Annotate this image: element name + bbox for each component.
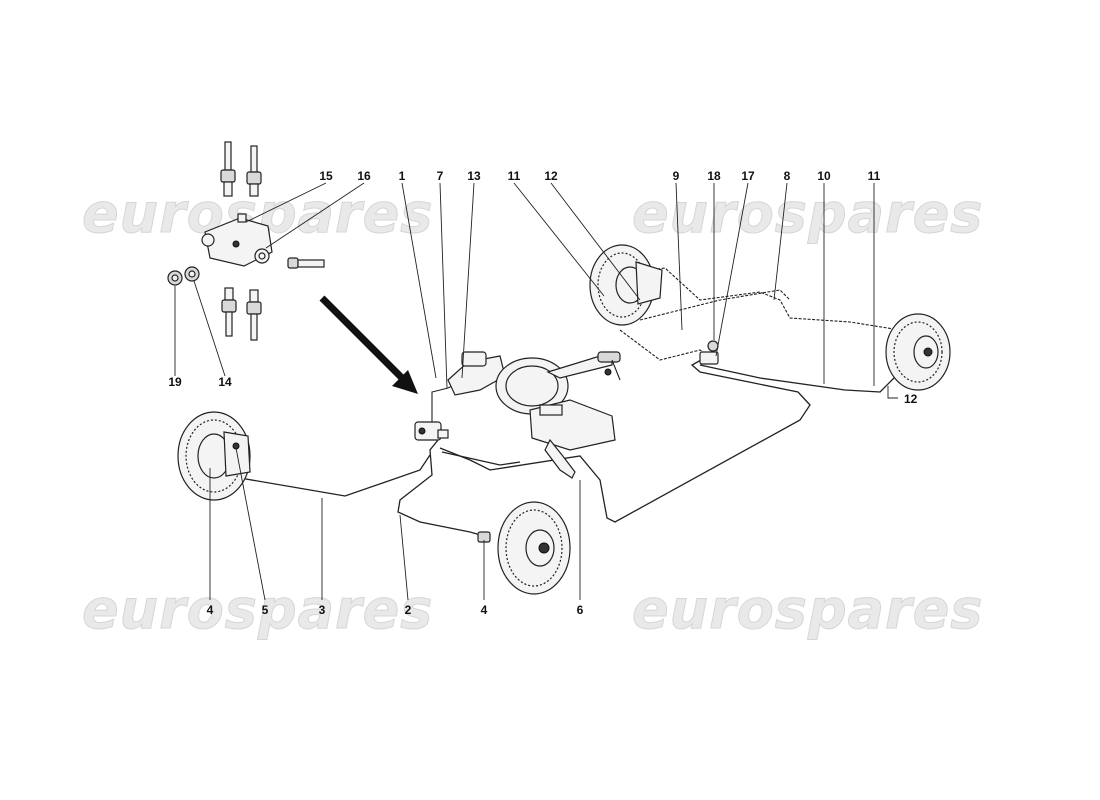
callout-4-right: 4 <box>481 603 488 617</box>
callout-17: 17 <box>741 169 755 183</box>
callout-6: 6 <box>577 603 584 617</box>
callout-1: 1 <box>399 169 406 183</box>
callout-11-left: 11 <box>508 169 521 183</box>
callout-2: 2 <box>405 603 412 617</box>
master-cylinder-assembly <box>447 351 616 479</box>
callout-18: 18 <box>707 169 721 183</box>
callout-10: 10 <box>817 169 831 183</box>
callout-12-right: 12 <box>904 392 918 406</box>
lower-bolt-left <box>221 287 237 337</box>
upper-bolt-left <box>220 141 236 197</box>
regulator-detail <box>167 141 325 341</box>
rear-left-disc <box>589 244 663 326</box>
upper-bolt-right <box>246 145 262 197</box>
side-fitting <box>287 257 325 269</box>
callout-7: 7 <box>437 169 444 183</box>
front-right-disc <box>477 501 571 595</box>
nut-19 <box>167 270 183 286</box>
callout-12-top: 12 <box>544 169 558 183</box>
callout-4-left: 4 <box>207 603 214 617</box>
callout-11-right: 11 <box>868 169 881 183</box>
callout-5: 5 <box>262 603 269 617</box>
front-left-disc <box>177 411 251 501</box>
regulator-valve <box>201 213 273 267</box>
watermark-bottom-right: eurospares <box>632 578 983 641</box>
arrow-icon <box>319 295 418 394</box>
rear-right-disc <box>885 313 951 391</box>
callout-19: 19 <box>168 375 182 389</box>
callout-3: 3 <box>319 603 326 617</box>
callout-9: 9 <box>673 169 680 183</box>
nut-14 <box>184 266 200 282</box>
lower-bolt-right <box>246 289 262 341</box>
leader-lines <box>174 182 898 601</box>
watermark-top-right: eurospares <box>632 182 983 245</box>
rear-junction <box>699 340 719 365</box>
callout-16: 16 <box>357 169 371 183</box>
pipe-distributor <box>414 421 449 441</box>
callout-13: 13 <box>467 169 481 183</box>
callout-14: 14 <box>218 375 232 389</box>
callout-labels: 15 16 1 7 13 11 12 9 18 17 8 10 11 12 19… <box>168 169 917 617</box>
handbrake-lever <box>546 351 621 381</box>
watermark-bottom-left: eurospares <box>82 578 433 641</box>
watermark-layer: eurospares eurospares eurospares eurospa… <box>82 182 983 642</box>
callout-15: 15 <box>319 169 333 183</box>
callout-8: 8 <box>784 169 791 183</box>
